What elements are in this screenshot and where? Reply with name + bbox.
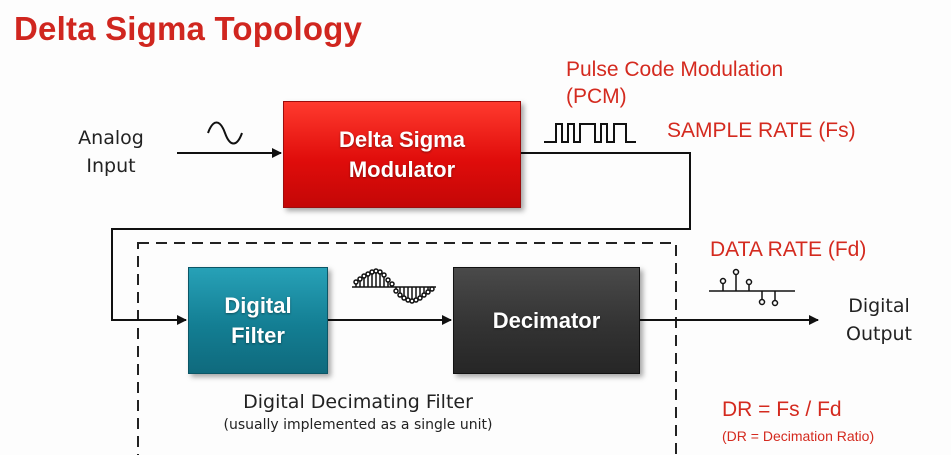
decimating-filter-note: (usually implemented as a single unit) [223,417,493,433]
decimation-ratio-note: (DR = Decimation Ratio) [722,428,875,444]
pcm-label-line1: Pulse Code Modulation [566,58,784,81]
digital-output-line1: Digital [848,295,910,317]
decimator-label: Decimator [492,307,601,333]
pcm-pulse-icon [544,123,636,143]
digital-output-line2: Output [846,323,912,345]
decimator-block: Decimator [453,267,640,374]
decimation-ratio-formula: DR = Fs / Fd [722,398,842,421]
pcm-path [111,152,691,325]
pcm-annotation: Pulse Code Modulation (PCM) [566,56,783,110]
sine-wave-icon [207,121,243,145]
pcm-label-line2: (PCM) [566,85,627,108]
modulator-line2: Modulator [348,156,456,182]
digital-filter-block: Digital Filter [188,267,328,374]
filtered-samples-icon [352,268,436,304]
delta-sigma-modulator-block: Delta Sigma Modulator [283,101,521,208]
digital-output-label: Digital Output [830,292,928,348]
filter-line1: Digital [224,292,292,318]
decimating-filter-title: Digital Decimating Filter [243,391,473,413]
decimating-filter-caption: Digital Decimating Filter (usually imple… [188,389,528,435]
decimated-samples-icon [709,268,795,307]
decimating-filter-frame [137,242,677,455]
sample-rate-label: SAMPLE RATE (Fs) [667,119,856,142]
analog-input-line1: Analog [78,127,144,149]
filter-line2: Filter [231,322,285,348]
analog-input-label: Analog Input [65,124,157,180]
page-title: Delta Sigma Topology [14,10,363,47]
data-rate-label: DATA RATE (Fd) [710,238,867,261]
modulator-line1: Delta Sigma [339,126,465,152]
analog-input-line2: Input [86,155,136,177]
